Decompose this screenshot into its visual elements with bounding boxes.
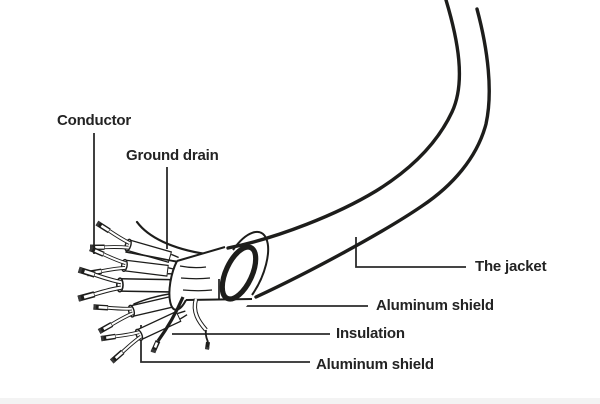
label-ground-drain: Ground drain	[126, 147, 219, 164]
jacket-inner-edge	[254, 7, 491, 299]
leader-jacket	[355, 237, 466, 268]
label-conductor: Conductor	[57, 112, 132, 129]
label-the-jacket: The jacket	[475, 258, 547, 275]
aluminum-shield-cylinder	[168, 246, 253, 323]
hanging-wires	[150, 296, 210, 354]
cable-jacket-body	[226, 0, 491, 299]
ground-drain-wire	[135, 220, 208, 256]
label-aluminum-shield-upper: Aluminum shield	[376, 297, 494, 314]
label-aluminum-shield-lower: Aluminum shield	[316, 356, 434, 373]
label-insulation: Insulation	[336, 325, 405, 342]
ground-drain-hanging-wire	[156, 296, 185, 342]
jacket-cut-edge	[219, 230, 270, 302]
jacket-outer-edge	[226, 0, 462, 250]
image-bottom-strip	[0, 398, 600, 404]
